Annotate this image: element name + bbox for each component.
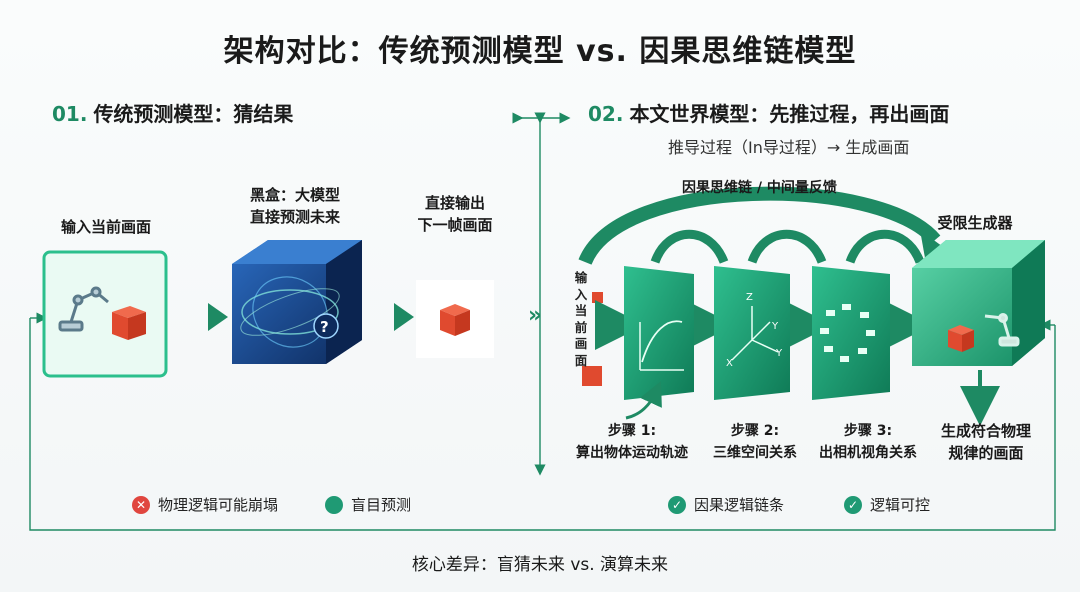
legend-label: 因果逻辑链条 — [694, 496, 785, 514]
legend-item-causal-chain: ✓ 因果逻辑链条 — [668, 494, 784, 515]
loop-line — [29, 318, 1056, 531]
section-2-title: 02.本文世界模型：先推过程，再出画面 — [588, 98, 949, 127]
red-cube-icon — [440, 304, 470, 336]
blackbox-cube: ? — [232, 240, 362, 364]
legend-item-blind-prediction: 盲目预测 — [325, 494, 411, 515]
step-3-desc: 出相机视角关系 — [819, 445, 917, 461]
footer-summary: 核心差异：盲猜未来 vs. 演算未来 — [411, 555, 669, 575]
result-label: 生成符合物理 规律的画面 — [926, 420, 1046, 464]
axis-label-z: Z — [746, 292, 753, 303]
step-1-title: 步骤 1: — [607, 423, 657, 439]
robot-arm-icon — [984, 313, 1020, 347]
step-panel-3 — [812, 266, 890, 400]
section-2-number: 02. — [588, 102, 624, 126]
legend-item-physics-collapse: ✕ 物理逻辑可能崩塌 — [132, 494, 278, 515]
step-panel-1 — [624, 266, 694, 400]
red-cube-icon — [582, 292, 603, 386]
input-char: 画 — [574, 336, 588, 351]
axis-label-x: X — [726, 358, 733, 369]
input-vertical-label: 输 入 当 前 画 面 — [572, 270, 590, 369]
blackbox-label-line-1: 黑盒：大模型 — [249, 186, 340, 204]
section-2-subtitle: 推导过程（In导过程）→ 生成画面 — [668, 138, 910, 157]
output-label-line-1: 直接输出 — [424, 194, 485, 212]
robot-arm-icon — [58, 286, 109, 332]
input-char: 当 — [574, 303, 588, 318]
x-icon: ✕ — [132, 495, 150, 514]
input-char: 入 — [574, 286, 588, 302]
section-1-title: 01.传统预测模型：猜结果 — [52, 98, 293, 127]
check-icon: ✓ — [844, 495, 862, 514]
result-label-line-1: 生成符合物理 — [940, 422, 1031, 440]
input-panel — [42, 250, 168, 378]
page-title: 架构对比：传统预测模型 vs. 因果思维链模型 — [223, 34, 857, 69]
input-char: 面 — [574, 352, 588, 368]
dot-icon — [325, 495, 343, 514]
input-char: 前 — [574, 319, 588, 335]
step-2-title: 步骤 2: — [730, 423, 780, 439]
step-3-label: 步骤 3: 出相机视角关系 — [806, 420, 930, 464]
output-label: 直接输出 下一帧画面 — [392, 192, 518, 236]
step-1-desc: 算出物体运动轨迹 — [576, 445, 688, 461]
output-label-line-2: 下一帧画面 — [417, 216, 493, 234]
step-panel-2 — [714, 266, 790, 400]
section-1-heading: 传统预测模型：猜结果 — [93, 102, 294, 126]
blackbox-label: 黑盒：大模型 直接预测未来 — [220, 184, 370, 228]
step-1-label: 步骤 1: 算出物体运动轨迹 — [572, 420, 692, 464]
check-icon: ✓ — [668, 495, 686, 514]
axis-label-y2: Y — [776, 348, 783, 359]
input-char: 输 — [574, 270, 588, 285]
section-1-number: 01. — [52, 102, 88, 126]
red-cube-icon — [948, 325, 974, 352]
result-label-line-2: 规律的画面 — [948, 444, 1024, 462]
generator-label: 受限生成器 — [937, 214, 1013, 232]
chevron-icon: » — [528, 303, 542, 328]
red-cube-icon — [112, 306, 146, 340]
input-label: 输入当前画面 — [60, 218, 151, 236]
legend-label: 物理逻辑可能崩塌 — [158, 496, 279, 514]
legend-label: 盲目预测 — [351, 496, 412, 514]
output-frame — [416, 280, 494, 358]
axis-label-y: Y — [772, 321, 779, 332]
feedback-label: 因果思维链 / 中间量反馈 — [682, 180, 837, 196]
camera-icon — [820, 304, 875, 362]
legend-item-controllable: ✓ 逻辑可控 — [844, 494, 930, 515]
feedback-arc — [578, 186, 941, 266]
step-2-desc: 三维空间关系 — [713, 445, 797, 461]
question-icon: ? — [320, 318, 329, 336]
step-3-title: 步骤 3: — [843, 423, 893, 439]
generator-cube — [912, 240, 1045, 366]
blackbox-label-line-2: 直接预测未来 — [249, 208, 340, 226]
legend-label: 逻辑可控 — [870, 496, 931, 514]
step-2-label: 步骤 2: 三维空间关系 — [700, 420, 810, 464]
section-2-heading: 本文世界模型：先推过程，再出画面 — [629, 102, 950, 126]
